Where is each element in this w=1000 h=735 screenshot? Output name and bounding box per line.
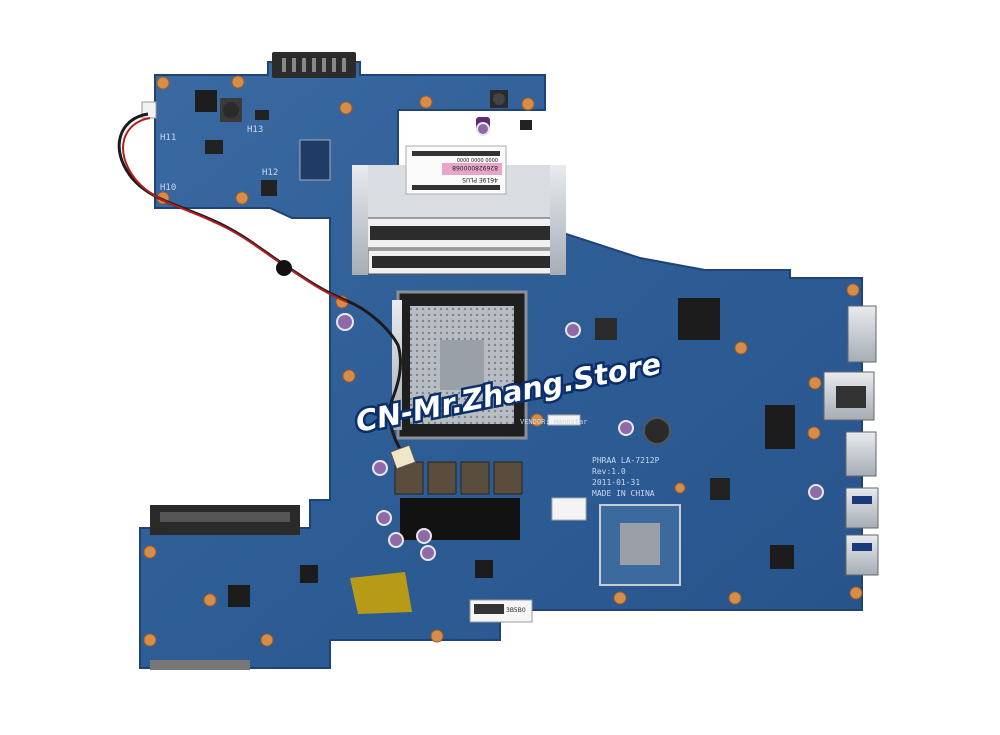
hole-label-h10: H10 <box>160 183 176 193</box>
vendor-sticker <box>547 414 581 426</box>
hole-label-h11: H11 <box>160 133 176 143</box>
sata-connector <box>150 505 300 670</box>
cable-plug <box>389 444 417 470</box>
top-sticker-line-3: 0000 0000 0000 <box>457 156 498 162</box>
bottom-sticker-text: 3B5B0 <box>506 607 526 614</box>
inductor <box>643 417 671 445</box>
chips <box>228 298 795 607</box>
io-ports <box>823 305 879 576</box>
board-name-text: PHRAA LA-7212P <box>592 456 660 465</box>
origin-text: MADE IN CHINA <box>592 489 655 498</box>
cpu-socket <box>392 290 528 440</box>
hole-label-h12: H12 <box>262 168 278 178</box>
date-text: 2011-01-31 <box>592 478 640 487</box>
cable-ferrite <box>276 260 292 276</box>
vendor-text: VENDOR: Hannstar <box>520 418 587 426</box>
top-sticker: 4619E PLUS 826928000068 0000 0000 0000 <box>405 145 507 195</box>
kapton-tape <box>350 572 412 614</box>
hole-label-h13: H13 <box>247 125 263 135</box>
top-sticker-line-2: 826928000068 <box>452 164 498 171</box>
bottom-sticker: 3B5B0 <box>469 599 533 623</box>
top-left-components <box>195 90 532 196</box>
component-sticker <box>551 497 587 521</box>
capacitors <box>336 122 824 561</box>
top-sticker-line-1: 4619E PLUS <box>462 176 498 183</box>
revision-text: Rev:1.0 <box>592 467 626 476</box>
